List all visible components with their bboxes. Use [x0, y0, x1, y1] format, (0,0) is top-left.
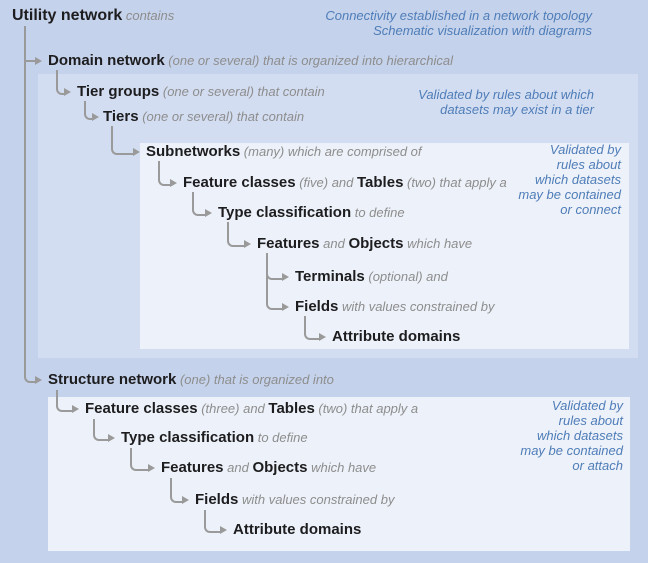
node-description: (one or several) that contain: [138, 109, 305, 124]
node-label: Feature classes: [183, 174, 296, 191]
arrowhead-icon: [92, 113, 99, 121]
node-structure-feature-classes: Feature classes (three) and Tables (two)…: [85, 398, 418, 420]
node-tiers: Tiers (one or several) that contain: [103, 106, 304, 128]
arrowhead-icon: [319, 333, 326, 341]
node-label: Tiers: [103, 108, 139, 125]
node-description: (optional) and: [364, 269, 448, 284]
node-description: (two) that apply a: [314, 401, 419, 416]
annotation-topology: Connectivity established in a network to…: [325, 8, 592, 38]
node-label: Tier groups: [77, 83, 160, 100]
node-label: Objects: [252, 459, 308, 476]
arrowhead-icon: [170, 179, 177, 187]
node-description: (one or several) that contain: [159, 84, 325, 99]
annotation-tier-rules: Validated by rules about which datasets …: [418, 87, 594, 117]
trunk-connector: [24, 26, 37, 383]
annotation-contain-attach: Validated by rules about which datasets …: [520, 398, 623, 473]
node-description: which have: [307, 460, 377, 475]
node-label: Structure network: [48, 371, 177, 388]
arrowhead-icon: [282, 303, 289, 311]
elbow-connector: [266, 253, 284, 310]
node-label: Utility network: [12, 7, 123, 24]
node-description: to define: [254, 430, 308, 445]
arrowhead-icon: [244, 240, 251, 248]
node-description: (one or several) that is organized into …: [164, 53, 453, 68]
node-label: Attribute domains: [233, 521, 362, 538]
node-description: which have: [403, 236, 473, 251]
node-terminals: Terminals (optional) and: [295, 266, 448, 288]
node-label: Subnetworks: [146, 143, 241, 160]
elbow-connector: [56, 390, 74, 412]
node-description: (five) and: [295, 175, 357, 190]
arrowhead-icon: [72, 405, 79, 413]
node-label: Features: [161, 459, 224, 476]
node-description: (two) that apply a: [403, 175, 507, 190]
node-label: Fields: [295, 298, 339, 315]
node-description: contains: [122, 8, 175, 23]
node-attribute-domains: Attribute domains: [332, 326, 460, 348]
node-feature-classes: Feature classes (five) and Tables (two) …: [183, 172, 507, 194]
arrowhead-icon: [64, 88, 71, 96]
node-utility-network: Utility network contains: [12, 5, 174, 27]
arrowhead-icon: [148, 464, 155, 472]
node-description: and: [223, 460, 253, 475]
node-structure-type-classification: Type classification to define: [121, 427, 308, 449]
node-fields: Fields with values constrained by: [295, 296, 494, 318]
node-label: Type classification: [218, 204, 352, 221]
node-description: to define: [351, 205, 405, 220]
elbow-connector: [304, 316, 321, 340]
elbow-connector: [84, 101, 94, 120]
arrowhead-icon: [108, 434, 115, 442]
elbow-connector: [170, 478, 184, 503]
node-structure-attribute-domains: Attribute domains: [233, 519, 361, 541]
node-label: Objects: [348, 235, 404, 252]
node-structure-features-objects: Features and Objects which have: [161, 457, 376, 479]
elbow-connector: [56, 70, 66, 95]
elbow-connector: [130, 448, 150, 471]
node-domain-network: Domain network (one or several) that is …: [48, 50, 453, 72]
node-description: with values constrained by: [238, 492, 395, 507]
subnetworks-box: [140, 143, 629, 349]
node-subnetworks: Subnetworks (many) which are comprised o…: [146, 141, 422, 163]
elbow-connector: [93, 419, 110, 441]
node-label: Type classification: [121, 429, 255, 446]
node-description: (many) which are comprised of: [240, 144, 422, 159]
node-description: (three) and: [197, 401, 269, 416]
node-label: Tables: [357, 174, 404, 191]
node-label: Fields: [195, 491, 239, 508]
node-tier-groups: Tier groups (one or several) that contai…: [77, 81, 325, 103]
structure-network-box: [48, 397, 630, 551]
node-structure-fields: Fields with values constrained by: [195, 489, 394, 511]
branch-connector: [26, 60, 35, 62]
arrowhead-icon: [35, 376, 42, 384]
node-label: Terminals: [295, 268, 365, 285]
annotation-contain-connect: Validated by rules about which datasets …: [518, 142, 621, 217]
node-label: Feature classes: [85, 400, 198, 417]
node-type-classification: Type classification to define: [218, 202, 405, 224]
node-features-objects: Features and Objects which have: [257, 233, 472, 255]
node-label: Domain network: [48, 52, 165, 69]
elbow-connector: [204, 510, 222, 533]
node-description: with values constrained by: [338, 299, 495, 314]
arrowhead-icon: [220, 526, 227, 534]
node-description: and: [319, 236, 349, 251]
node-label: Features: [257, 235, 320, 252]
node-label: Attribute domains: [332, 328, 461, 345]
elbow-connector: [192, 192, 207, 216]
elbow-connector: [227, 222, 246, 247]
arrowhead-icon: [35, 57, 42, 65]
node-description: (one) that is organized into: [176, 372, 334, 387]
node-label: Tables: [268, 400, 315, 417]
node-structure-network: Structure network (one) that is organize…: [48, 369, 334, 391]
elbow-connector: [158, 161, 172, 186]
elbow-connector: [111, 126, 135, 155]
arrowhead-icon: [282, 273, 289, 281]
arrowhead-icon: [182, 496, 189, 504]
arrowhead-icon: [205, 209, 212, 217]
arrowhead-icon: [133, 148, 140, 156]
